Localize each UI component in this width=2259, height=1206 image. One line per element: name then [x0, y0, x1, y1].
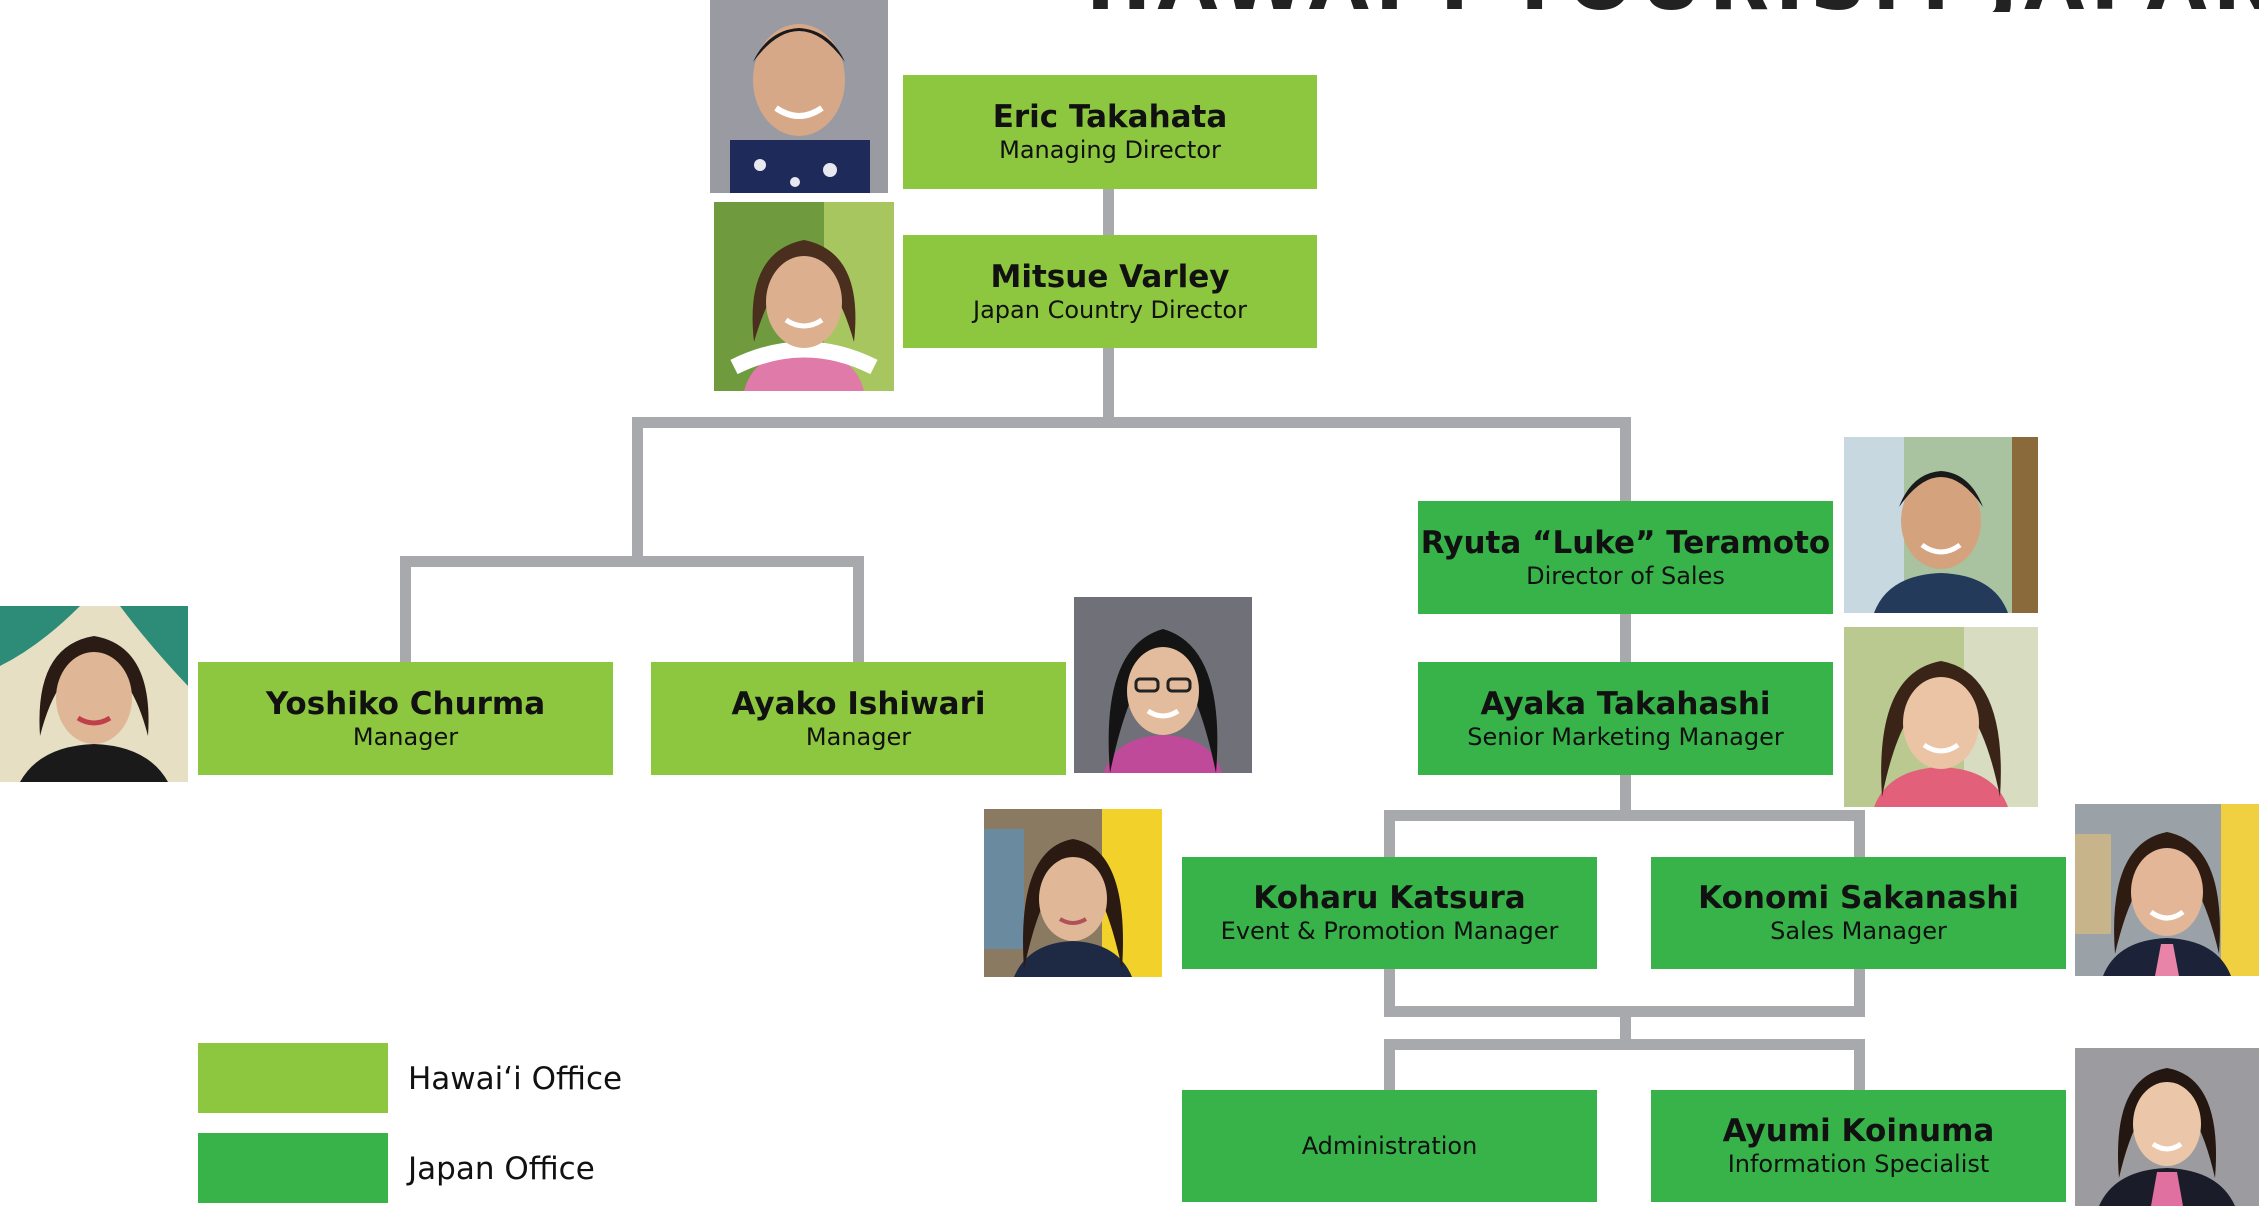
person-role: Director of Sales: [1526, 561, 1725, 590]
photo-eric-takahata: [710, 0, 888, 193]
box-mitsue-varley: Mitsue Varley Japan Country Director: [903, 235, 1317, 348]
photo-ryuta-teramoto: [1844, 437, 2038, 613]
person-role: Sales Manager: [1770, 917, 1947, 945]
page-title: HAWAI'I TOURISM JAPAN TEAM: [1086, 0, 2259, 12]
person-name: Ayumi Koinuma: [1722, 1113, 1995, 1149]
box-konomi-sakanashi: Konomi Sakanashi Sales Manager: [1651, 857, 2066, 969]
person-role: Japan Country Director: [973, 295, 1247, 324]
photo-ayaka-takahashi: [1844, 627, 2038, 807]
legend-swatch-japan: [198, 1133, 388, 1203]
photo-ayumi-koinuma: [2075, 1048, 2259, 1206]
box-ayako-ishiwari: Ayako Ishiwari Manager: [651, 662, 1066, 775]
person-role: Information Specialist: [1727, 1150, 1990, 1178]
person-name: Ryuta “Luke” Teramoto: [1420, 524, 1831, 561]
legend-label-japan: Japan Office: [408, 1151, 595, 1187]
photo-koharu-katsura: [984, 809, 1162, 977]
person-role: Manager: [352, 722, 459, 751]
person-name: Konomi Sakanashi: [1698, 880, 2019, 916]
photo-konomi-sakanashi: [2075, 804, 2259, 976]
legend-label-hawaii: Hawaiʻi Office: [408, 1061, 623, 1097]
person-name: Yoshiko Churma: [265, 685, 546, 722]
photo-ayako-ishiwari: [1074, 597, 1252, 773]
box-ryuta-teramoto: Ryuta “Luke” Teramoto Director of Sales: [1418, 501, 1833, 614]
box-koharu-katsura: Koharu Katsura Event & Promotion Manager: [1182, 857, 1597, 969]
person-role: Senior Marketing Manager: [1467, 722, 1784, 751]
box-ayaka-takahashi: Ayaka Takahashi Senior Marketing Manager: [1418, 662, 1833, 775]
person-role: Manager: [805, 722, 912, 751]
photo-yoshiko-churma: [0, 606, 188, 782]
person-name: Ayako Ishiwari: [731, 685, 986, 722]
person-name: Mitsue Varley: [990, 258, 1230, 295]
box-ayumi-koinuma: Ayumi Koinuma Information Specialist: [1651, 1090, 2066, 1202]
box-yoshiko-churma: Yoshiko Churma Manager: [198, 662, 613, 775]
photo-mitsue-varley: [714, 202, 894, 391]
person-role: Event & Promotion Manager: [1220, 917, 1559, 945]
box-eric-takahata: Eric Takahata Managing Director: [903, 75, 1317, 189]
person-name: Ayaka Takahashi: [1480, 685, 1771, 722]
person-name: Koharu Katsura: [1253, 880, 1526, 916]
unit-label: Administration: [1301, 1132, 1478, 1160]
person-name: Eric Takahata: [992, 99, 1228, 135]
box-administration: Administration: [1182, 1090, 1597, 1202]
legend-swatch-hawaii: [198, 1043, 388, 1113]
person-role: Managing Director: [999, 136, 1221, 164]
